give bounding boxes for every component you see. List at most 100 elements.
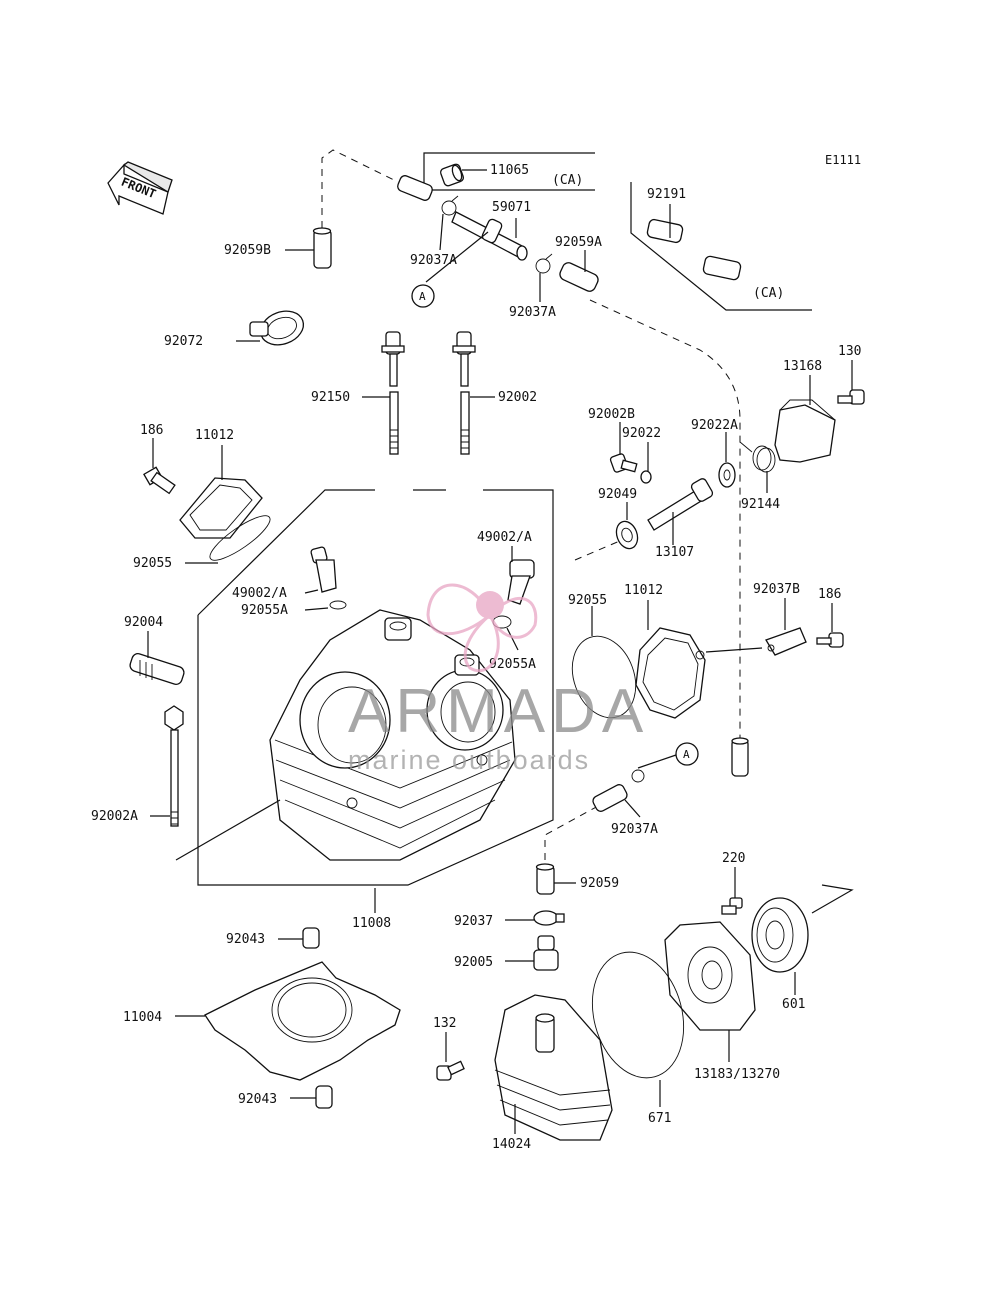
label-11012-right: 11012 bbox=[624, 583, 663, 598]
front-arrow-icon: FRONT bbox=[107, 161, 173, 215]
dowel-92043-bottom bbox=[315, 1085, 333, 1109]
label-92022: 92022 bbox=[622, 426, 661, 441]
label-59071: 59071 bbox=[492, 200, 531, 215]
fitting-59071 bbox=[451, 211, 528, 261]
ref-marker-top-label: A bbox=[419, 290, 426, 303]
hose-92191 bbox=[646, 218, 742, 281]
ca-note-top: (CA) bbox=[552, 173, 583, 188]
label-92055A-right: 92055A bbox=[489, 657, 536, 672]
label-11012-left: 11012 bbox=[195, 428, 234, 443]
plate-13183 bbox=[664, 921, 756, 1031]
label-92150: 92150 bbox=[311, 390, 350, 405]
propeller-logo-icon bbox=[426, 583, 538, 672]
label-92059B: 92059B bbox=[224, 243, 271, 258]
spring-92144 bbox=[739, 441, 776, 473]
label-92037A-low: 92037A bbox=[611, 822, 658, 837]
cover-route bbox=[574, 539, 623, 561]
hose-92059 bbox=[535, 863, 555, 895]
watermark-brand: ARMADA bbox=[348, 677, 649, 746]
bolt-186-right bbox=[816, 632, 844, 648]
clamp-92037 bbox=[533, 910, 565, 926]
head-assembly-outline bbox=[197, 489, 554, 886]
label-92037B: 92037B bbox=[753, 582, 800, 597]
label-49002-left: 49002/A bbox=[232, 586, 287, 601]
pump-housing-14024 bbox=[494, 994, 613, 1141]
label-601: 601 bbox=[782, 997, 805, 1012]
ref-marker-bottom: A bbox=[675, 742, 699, 766]
watermark: ARMADA marine outboards bbox=[348, 583, 649, 775]
label-92059A: 92059A bbox=[555, 235, 602, 250]
label-92191: 92191 bbox=[647, 187, 686, 202]
seal-92049 bbox=[615, 520, 639, 550]
bolt-220 bbox=[721, 897, 743, 915]
label-92002A: 92002A bbox=[91, 809, 138, 824]
leader-lines bbox=[147, 169, 853, 1134]
label-130: 130 bbox=[838, 344, 861, 359]
hose-route-top bbox=[321, 149, 399, 228]
bolt-92002 bbox=[452, 331, 476, 455]
label-92005: 92005 bbox=[454, 955, 493, 970]
part-labels: 11065 59071 92191 92059B 92037A 92059A 9… bbox=[91, 163, 861, 1152]
thermostat-49002-left bbox=[310, 546, 347, 610]
hose-92059B bbox=[312, 227, 332, 269]
ca-box-top: (CA) bbox=[423, 152, 595, 191]
ref-marker-top: A bbox=[411, 284, 435, 308]
watermark-tagline: marine outboards bbox=[348, 745, 590, 775]
label-92055-right: 92055 bbox=[568, 593, 607, 608]
shaft-13107 bbox=[647, 478, 714, 531]
label-132: 132 bbox=[433, 1016, 456, 1031]
washer-92022A bbox=[718, 462, 736, 488]
label-14024: 14024 bbox=[492, 1137, 531, 1152]
clamp-92037A-mid bbox=[535, 253, 553, 274]
bearing-arrow bbox=[811, 884, 854, 914]
bolt-130 bbox=[837, 389, 865, 405]
hose-right-vertical bbox=[731, 737, 749, 777]
ca-box-right: (CA) bbox=[630, 182, 812, 311]
hose-route-right bbox=[589, 299, 741, 740]
hose-92037A-low bbox=[592, 769, 645, 812]
head-assembly-outline-top bbox=[197, 489, 375, 616]
label-92055A-left: 92055A bbox=[241, 603, 288, 618]
label-49002-right: 49002/A bbox=[477, 530, 532, 545]
label-92049: 92049 bbox=[598, 487, 637, 502]
hose-92059A bbox=[559, 262, 599, 292]
lever-13168 bbox=[774, 399, 836, 463]
label-92055-left: 92055 bbox=[133, 556, 172, 571]
label-92043-top: 92043 bbox=[226, 932, 265, 947]
bolt-92002B bbox=[609, 453, 638, 473]
gasket-11004 bbox=[204, 961, 401, 1081]
clamp-92072 bbox=[249, 310, 305, 346]
hose-11065 bbox=[440, 163, 464, 187]
washer-92022 bbox=[640, 470, 652, 484]
bearing-601 bbox=[751, 897, 809, 973]
label-186-right: 186 bbox=[818, 587, 841, 602]
label-92043-bottom: 92043 bbox=[238, 1092, 277, 1107]
dowel-92043-top bbox=[302, 927, 320, 949]
label-11065: 11065 bbox=[490, 163, 529, 178]
label-92022A: 92022A bbox=[691, 418, 738, 433]
label-92059: 92059 bbox=[580, 876, 619, 891]
label-11008: 11008 bbox=[352, 916, 391, 931]
bolt-132 bbox=[436, 1060, 465, 1081]
label-13183: 13183/13270 bbox=[694, 1067, 780, 1082]
bolt-186-left bbox=[143, 466, 176, 495]
fitting-92005 bbox=[533, 935, 559, 971]
label-92144: 92144 bbox=[741, 497, 780, 512]
ref-marker-bottom-label: A bbox=[683, 748, 690, 761]
label-13168: 13168 bbox=[783, 359, 822, 374]
label-11004: 11004 bbox=[123, 1010, 162, 1025]
oring-92055-right bbox=[571, 635, 637, 719]
clamp-92037A-top bbox=[441, 195, 459, 216]
label-92002B: 92002B bbox=[588, 407, 635, 422]
clip-92037B bbox=[765, 627, 807, 656]
ca-note-right: (CA) bbox=[753, 286, 784, 301]
stud-92004 bbox=[129, 653, 185, 685]
bolt-92002A bbox=[164, 705, 184, 827]
label-671: 671 bbox=[648, 1111, 671, 1126]
hose-route-left-down bbox=[544, 804, 601, 860]
thermostat-49002-right bbox=[492, 559, 535, 629]
label-186-left: 186 bbox=[140, 423, 163, 438]
oring-92055-left bbox=[209, 515, 271, 561]
label-92037A-top: 92037A bbox=[410, 253, 457, 268]
